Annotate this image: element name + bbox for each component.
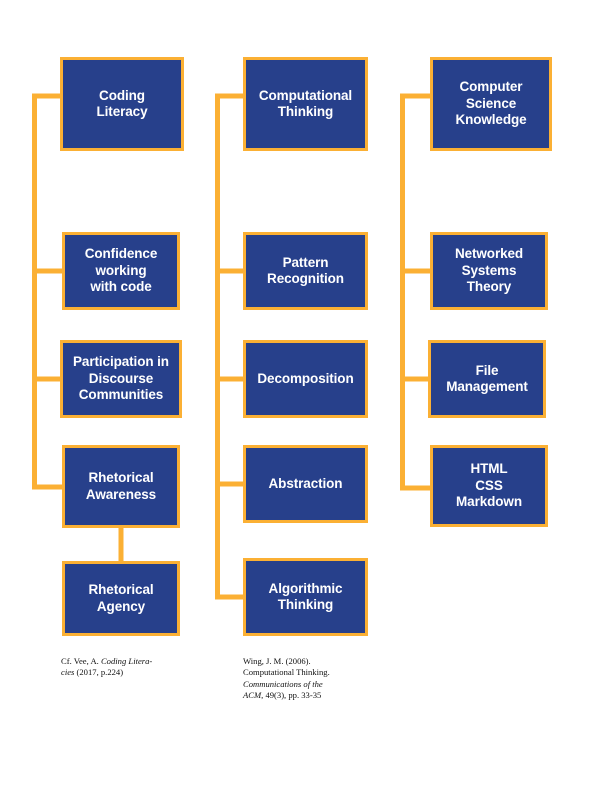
node-computer-science-knowledge[interactable]: Computer Science Knowledge xyxy=(430,57,552,151)
footnote-text-plain-2: (2017, p.224) xyxy=(74,667,124,678)
node-html-css-markdown[interactable]: HTML CSS Markdown xyxy=(430,445,548,527)
footnote-text-italic-1: Communications of the ACM xyxy=(243,678,323,701)
footnote-text-plain-1: Wing, J. M. (2006). Computational Thinki… xyxy=(243,656,330,678)
node-abstraction[interactable]: Abstraction xyxy=(243,445,368,523)
footnote-computational-thinking: Wing, J. M. (2006). Computational Thinki… xyxy=(243,656,379,701)
node-coding-literacy[interactable]: Coding Literacy xyxy=(60,57,184,151)
footnote-text-plain-2: , 49(3), pp. 33-35 xyxy=(261,690,322,701)
node-pattern-recognition[interactable]: Pattern Recognition xyxy=(243,232,368,310)
node-rhetorical-agency[interactable]: Rhetorical Agency xyxy=(62,561,180,636)
node-algorithmic-thinking[interactable]: Algorithmic Thinking xyxy=(243,558,368,636)
footnote-text-plain-1: Cf. Vee, A. xyxy=(61,656,101,666)
node-networked-systems-theory[interactable]: Networked Systems Theory xyxy=(430,232,548,310)
node-decomposition[interactable]: Decomposition xyxy=(243,340,368,418)
node-computational-thinking[interactable]: Computational Thinking xyxy=(243,57,368,151)
node-file-management[interactable]: File Management xyxy=(428,340,546,418)
node-confidence-working-with-code[interactable]: Confidence working with code xyxy=(62,232,180,310)
footnote-coding-literacy: Cf. Vee, A. Coding Litera- cies (2017, p… xyxy=(61,656,193,679)
node-rhetorical-awareness[interactable]: Rhetorical Awareness xyxy=(62,445,180,528)
node-participation-in-discourse-communities[interactable]: Participation in Discourse Communities xyxy=(60,340,182,418)
footnote-text-italic-1: Coding Litera- cies xyxy=(61,656,153,678)
